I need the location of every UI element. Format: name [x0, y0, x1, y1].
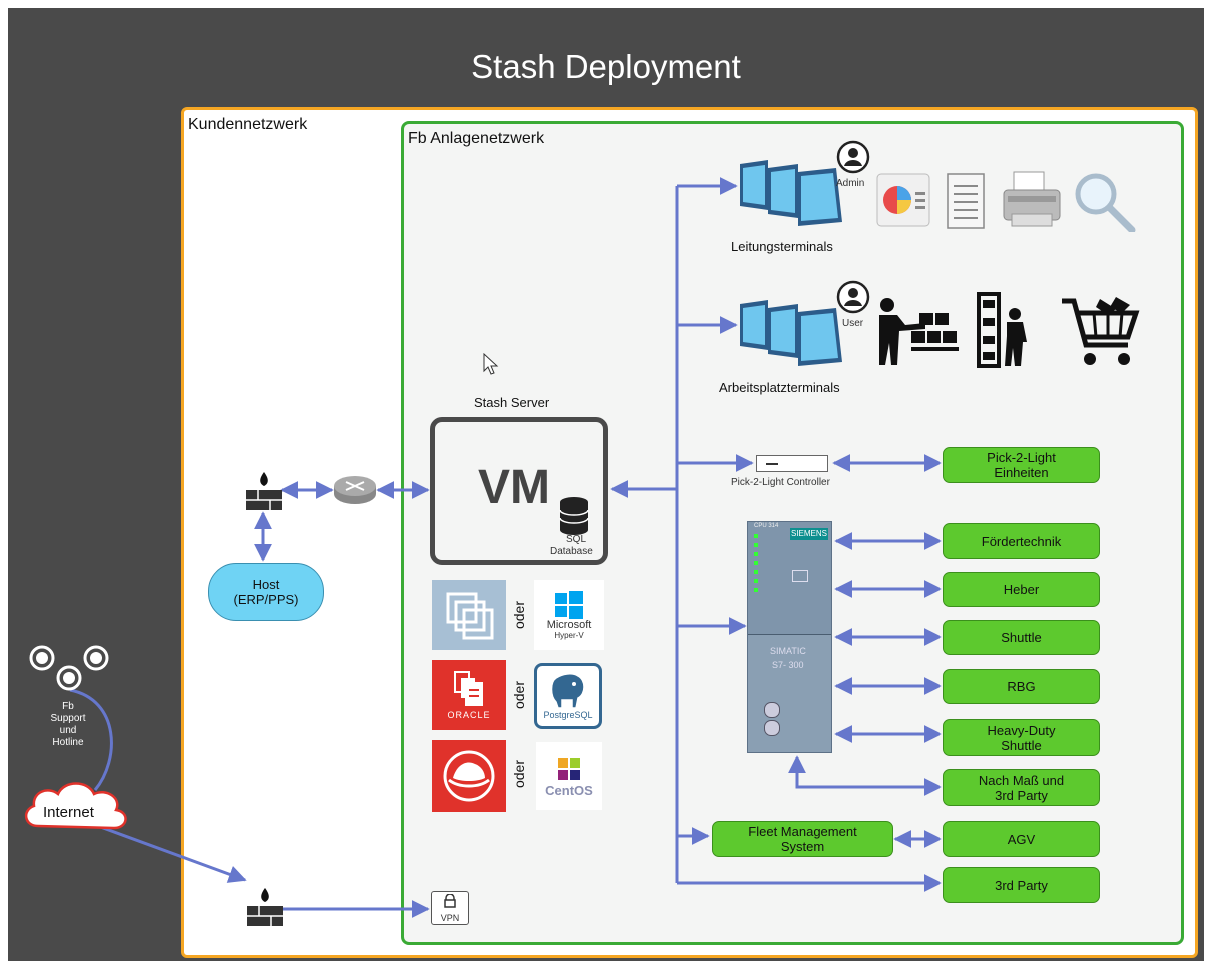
internet-label: Internet	[43, 804, 94, 821]
oder-label-3: oder	[511, 759, 528, 789]
shuttle-box: Shuttle	[943, 620, 1100, 655]
oracle-label: ORACLE	[447, 710, 491, 720]
redhat-icon	[443, 750, 495, 802]
plc-port	[792, 570, 808, 582]
host-erp-pps: Host (ERP/PPS)	[208, 563, 324, 621]
lock-icon	[444, 893, 456, 908]
admin-user-icon	[836, 140, 870, 174]
fleet-management-box: Fleet Management System	[712, 821, 893, 857]
rbg-box: RBG	[943, 669, 1100, 704]
sql-label: SQL	[566, 534, 587, 545]
agv-box: AGV	[943, 821, 1100, 857]
heavy-duty-shuttle-box: Heavy-Duty Shuttle	[943, 719, 1100, 756]
centos-label: CentOS	[545, 782, 593, 798]
hyperv-logo: Microsoft Hyper-V	[534, 580, 604, 650]
pick2light-units-box: Pick-2-Light Einheiten	[943, 447, 1100, 483]
heavy-duty-line2: Shuttle	[1001, 737, 1042, 753]
plc-switch-2	[764, 720, 780, 736]
printer-icon	[1003, 171, 1061, 227]
pick2light-controller-label: Pick-2-Light Controller	[731, 477, 830, 488]
vmware-icon	[446, 592, 494, 640]
heavy-duty-line1: Heavy-Duty	[987, 722, 1056, 738]
document-icon	[947, 173, 985, 229]
plant-network-label: Fb Anlagenetzwerk	[408, 130, 545, 147]
support-headset-icon	[29, 645, 109, 691]
hyperv-label: Hyper-V	[554, 630, 584, 640]
centos-logo: CentOS	[536, 742, 602, 810]
internet-firewall-arrow	[94, 823, 247, 883]
foerdertechnik-box: Fördertechnik	[943, 523, 1100, 559]
stash-server-box	[430, 417, 608, 565]
shopping-cart-icon	[1062, 297, 1140, 365]
database-icon	[559, 497, 589, 535]
pick2light-line2: Einheiten	[994, 465, 1049, 480]
admin-label: Admin	[836, 178, 865, 189]
plc-cpu-label: CPU 314	[754, 523, 779, 529]
support-line3: und	[59, 725, 77, 736]
host-sub-label: (ERP/PPS)	[233, 592, 299, 607]
centos-icon	[558, 757, 580, 780]
firewall-icon	[246, 472, 282, 510]
vpn-gateway: VPN	[431, 891, 469, 925]
stash-server-label: Stash Server	[474, 395, 550, 410]
redhat-logo	[432, 740, 506, 812]
vpn-label: VPN	[440, 913, 460, 923]
vm-label: VM	[478, 461, 550, 514]
s7-label: S7- 300	[772, 660, 804, 670]
page-title: Stash Deployment	[471, 48, 741, 85]
user-icon	[836, 280, 870, 314]
third-party-box: 3rd Party	[943, 867, 1100, 903]
router-icon	[334, 476, 376, 504]
oder-label-1: oder	[511, 600, 528, 630]
internet-cloud-icon	[25, 782, 127, 830]
support-line1: Fb	[62, 701, 74, 712]
fleet-line1: Fleet Management	[748, 824, 857, 839]
plc-switch-1	[764, 702, 780, 718]
firewall-icon-2	[247, 888, 283, 926]
pick2light-line1: Pick-2-Light	[987, 450, 1056, 465]
custom-line1: Nach Maß und	[978, 772, 1065, 788]
mouse-cursor-icon	[483, 353, 499, 375]
management-monitors-icon	[740, 160, 842, 226]
pick2light-controller-device	[756, 455, 828, 472]
postgresql-label: PostgreSQL	[543, 710, 593, 720]
support-internet-line	[69, 688, 113, 791]
host-label: Host	[252, 577, 280, 592]
siemens-label: SIEMENS	[790, 528, 828, 540]
workplace-monitors-icon	[740, 300, 842, 366]
report-chart-icon	[876, 173, 930, 227]
simatic-label: SIMATIC	[770, 646, 806, 656]
picking-worker-icon	[879, 298, 959, 365]
siemens-plc-device: SIEMENS CPU 314 SIMATIC S7- 300	[747, 521, 832, 753]
oder-label-2: oder	[511, 680, 528, 710]
plc-custom-arrow	[788, 755, 942, 796]
support-label: Fb Support und Hotline	[46, 701, 90, 749]
elephant-icon	[550, 673, 585, 709]
microsoft-label: Microsoft	[546, 618, 592, 631]
support-line4: Hotline	[52, 737, 84, 748]
oracle-icon	[454, 671, 483, 706]
oracle-logo: ORACLE	[432, 660, 506, 730]
support-line2: Support	[50, 713, 86, 724]
custom-line2: 3rd Party	[995, 787, 1048, 803]
user-label: User	[842, 318, 864, 329]
shelf-worker-icon	[977, 292, 1027, 368]
management-terminals-label: Leitungsterminals	[731, 239, 833, 254]
windows-icon	[555, 590, 583, 619]
plc-status-leds	[754, 534, 758, 592]
fleet-line2: System	[780, 839, 825, 854]
database-label: Database	[550, 546, 593, 557]
custom-3rdparty-box: Nach Maß und 3rd Party	[943, 769, 1100, 806]
heber-box: Heber	[943, 572, 1100, 607]
postgresql-logo: PostgreSQL	[534, 663, 602, 729]
vmware-logo	[432, 580, 506, 650]
workplace-terminals-label: Arbeitsplatzterminals	[719, 380, 840, 395]
customer-network-label: Kundennetzwerk	[188, 116, 308, 133]
search-icon	[1075, 173, 1136, 232]
